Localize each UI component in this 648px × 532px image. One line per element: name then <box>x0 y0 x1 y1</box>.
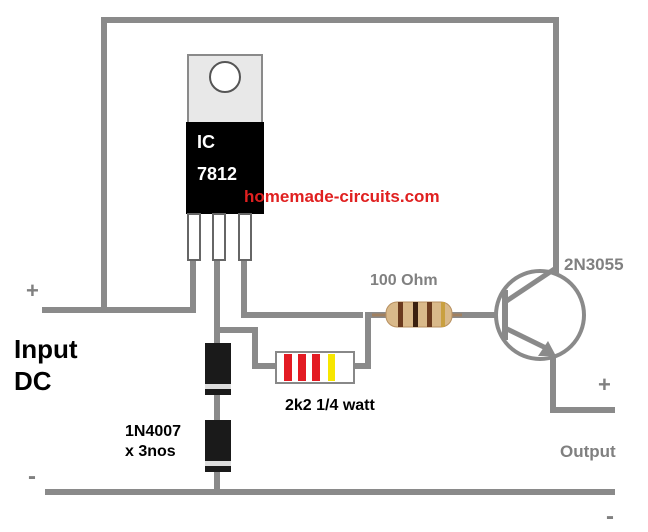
transistor-emitter <box>503 325 552 353</box>
bias-resistor-label: 2k2 1/4 watt <box>285 397 376 414</box>
ic-label-line1: IC <box>197 132 215 152</box>
bias-resistor-band-2 <box>298 354 306 381</box>
voltage-regulator-ic: IC 7812 <box>186 54 264 261</box>
transistor-emitter-arrow <box>538 341 556 356</box>
bias-resistor-2k2 <box>275 351 355 384</box>
wire-ic-input <box>101 257 196 313</box>
base-resistor-band-3 <box>427 302 432 327</box>
input-minus-sign: - <box>28 463 36 490</box>
transistor-2n3055 <box>494 265 586 361</box>
diode-1 <box>205 343 231 395</box>
wire-bias-right <box>347 312 388 369</box>
diode-label-line2: x 3nos <box>125 443 176 460</box>
input-label-line1: Input <box>14 334 78 364</box>
base-resistor-band-1 <box>398 302 403 327</box>
transistor-collector <box>503 265 558 305</box>
diode-2 <box>205 420 231 472</box>
ic-pin-input <box>187 213 201 261</box>
wire-emitter-out <box>550 345 615 413</box>
base-resistor-band-2 <box>413 302 418 327</box>
wire-diode-top-branch <box>214 327 283 369</box>
diode-1-cathode-band <box>205 384 231 389</box>
output-minus-sign: - <box>606 503 614 530</box>
base-resistor-label: 100 Ohm <box>370 272 438 289</box>
base-resistor-band-4 <box>441 302 445 327</box>
wires <box>42 17 615 495</box>
diode-label-line1: 1N4007 <box>125 423 181 440</box>
watermark-text: homemade-circuits.com <box>244 187 440 206</box>
output-label: Output <box>560 442 616 461</box>
bias-resistor-band-4 <box>328 354 335 381</box>
diode-2-cathode-band <box>205 461 231 466</box>
ic-mounting-hole <box>209 61 241 93</box>
base-resistor-100-ohm <box>372 301 462 328</box>
wire-top-bus <box>101 17 559 273</box>
wire-top-loop <box>42 19 107 313</box>
ic-pin-output <box>238 213 252 261</box>
ic-label-line2: 7812 <box>197 164 237 184</box>
ic-pin-ground <box>212 213 226 261</box>
transistor-label: 2N3055 <box>564 255 624 274</box>
bias-resistor-band-1 <box>284 354 292 381</box>
ic-body <box>186 122 264 214</box>
bias-resistor-band-3 <box>312 354 320 381</box>
input-label-line2: DC <box>14 366 52 396</box>
wire-ic-output <box>241 257 363 318</box>
output-plus-sign: + <box>598 372 611 397</box>
input-plus-sign: + <box>26 278 39 303</box>
